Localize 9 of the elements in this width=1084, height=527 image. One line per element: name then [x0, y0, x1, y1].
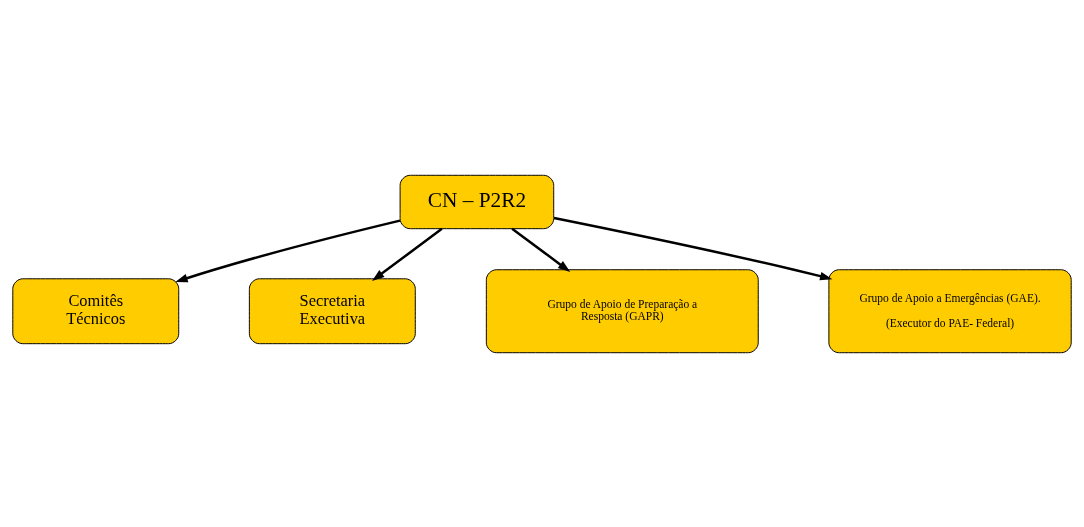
arrow — [175, 218, 401, 282]
arrow — [511, 227, 571, 272]
arrow — [553, 216, 833, 280]
node-box: Grupo de Apoio a Emergências (GAE). (Executor do PAE- Federal) — [828, 268, 1072, 353]
arrow — [372, 227, 443, 281]
node-box: Secretaria Executiva — [248, 277, 416, 344]
node-box: Comitês Técnicos — [12, 277, 180, 344]
node-box: CN – P2R2 — [399, 174, 555, 229]
node-box: Grupo de Apoio de Preparação a Resposta (GAPR) — [485, 268, 759, 353]
